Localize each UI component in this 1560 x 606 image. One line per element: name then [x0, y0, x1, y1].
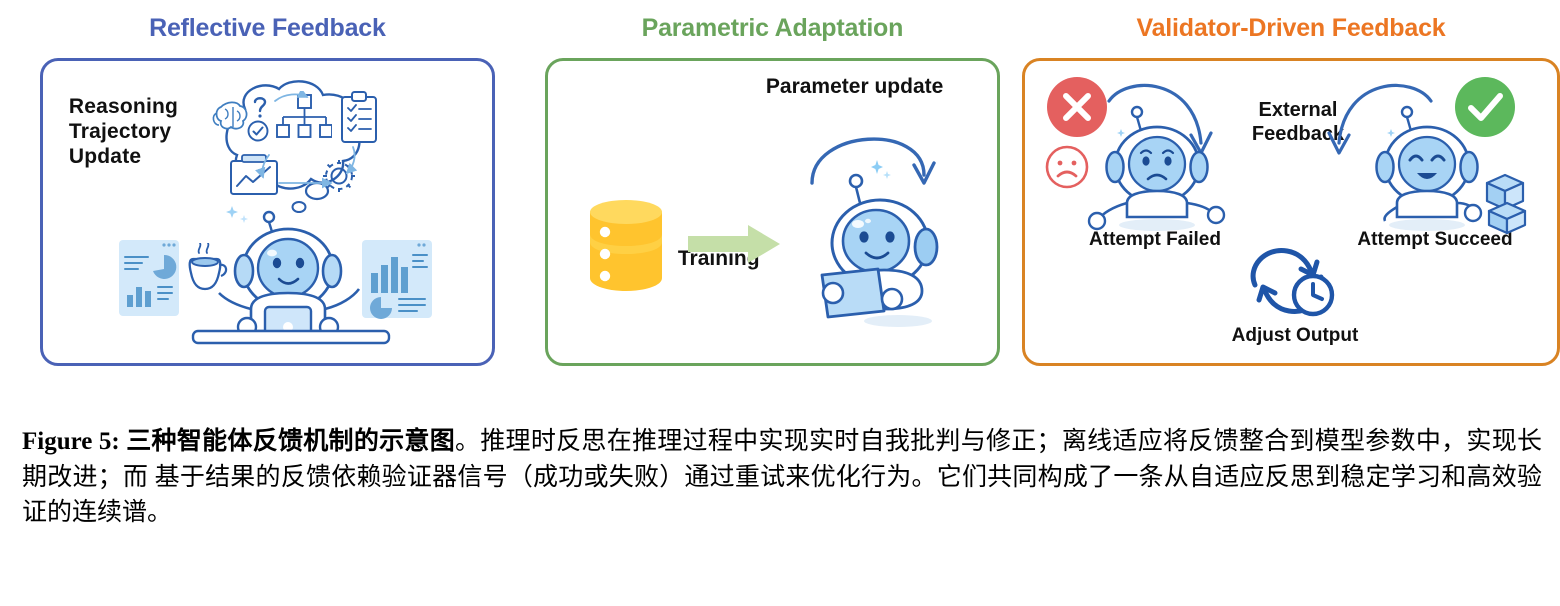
reasoning-trajectory-update-label: Reasoning Trajectory Update [68, 95, 179, 168]
panel-box-parametric: Parameter update Training [544, 58, 1000, 366]
attempt-succeed-label: Attempt Succeed [1357, 229, 1513, 250]
sad-face-icon [1045, 145, 1089, 189]
panel-title-parametric: Parametric Adaptation [641, 14, 904, 42]
dashboard-panel-icon [118, 240, 179, 316]
sad-robot-icon [1087, 105, 1226, 231]
panel-title-validator: Validator-Driven Feedback [1136, 14, 1446, 42]
figure-number: Figure 5: [22, 428, 120, 455]
arrow-right-icon [687, 225, 780, 263]
database-icon [589, 200, 662, 291]
caption-body: 。推理时反思在推理过程中实现实时自我批判与修正；离线适应将反馈整合到模型参数中，… [22, 428, 1542, 526]
curved-arrow-icon [1327, 83, 1433, 155]
brain-icon [212, 101, 248, 130]
sparkle-icon [225, 206, 248, 223]
caption-bold-part: 三种智能体反馈机制的示意图 [119, 428, 455, 455]
figure-caption: Figure 5: 三种智能体反馈机制的示意图。推理时反思在推理过程中实现实时自… [22, 424, 1542, 531]
chart-board-icon [229, 154, 278, 195]
attempt-failed-label: Attempt Failed [1089, 229, 1221, 250]
panel-parametric-adaptation: Parametric Adaptation Parameter update T… [544, 0, 1000, 366]
gear-icon [322, 160, 355, 192]
panel-validator-driven-feedback: Validator-Driven Feedback External Feedb… [1022, 0, 1560, 366]
bubble-flow-arrows-icon [254, 91, 358, 189]
x-circle-icon [1047, 77, 1107, 137]
panel-reflective-feedback: Reflective Feedback Reasoning Trajectory… [20, 0, 515, 366]
desk-icon [191, 329, 391, 345]
robot-with-tablet-icon [820, 173, 939, 327]
external-feedback-label: External Feedback [1251, 99, 1345, 145]
adjust-output-label: Adjust Output [1231, 325, 1359, 346]
question-mark-icon [253, 97, 267, 118]
loop-arrow-icon [810, 137, 936, 185]
check-circle-icon [1455, 77, 1515, 137]
bar-chart-panel-icon [361, 240, 432, 319]
refresh-clock-icon [1250, 248, 1335, 317]
robot-icon [217, 210, 360, 341]
panel-title-reflective: Reflective Feedback [149, 14, 386, 42]
blocks-icon [1485, 173, 1527, 235]
check-circle-icon [247, 120, 269, 142]
parameter-update-label: Parameter update [765, 75, 944, 98]
happy-robot-icon [1375, 105, 1483, 231]
panel-box-reflective: Reasoning Trajectory Update [39, 58, 495, 366]
training-label: Training [677, 247, 760, 270]
sparkle-icon [870, 160, 891, 179]
panel-box-validator: External Feedback Attempt Failed Attempt… [1022, 58, 1560, 366]
clipboard-checklist-icon [340, 91, 377, 143]
panel-row: Reflective Feedback Reasoning Trajectory… [20, 0, 1560, 366]
coffee-cup-icon [188, 243, 227, 291]
